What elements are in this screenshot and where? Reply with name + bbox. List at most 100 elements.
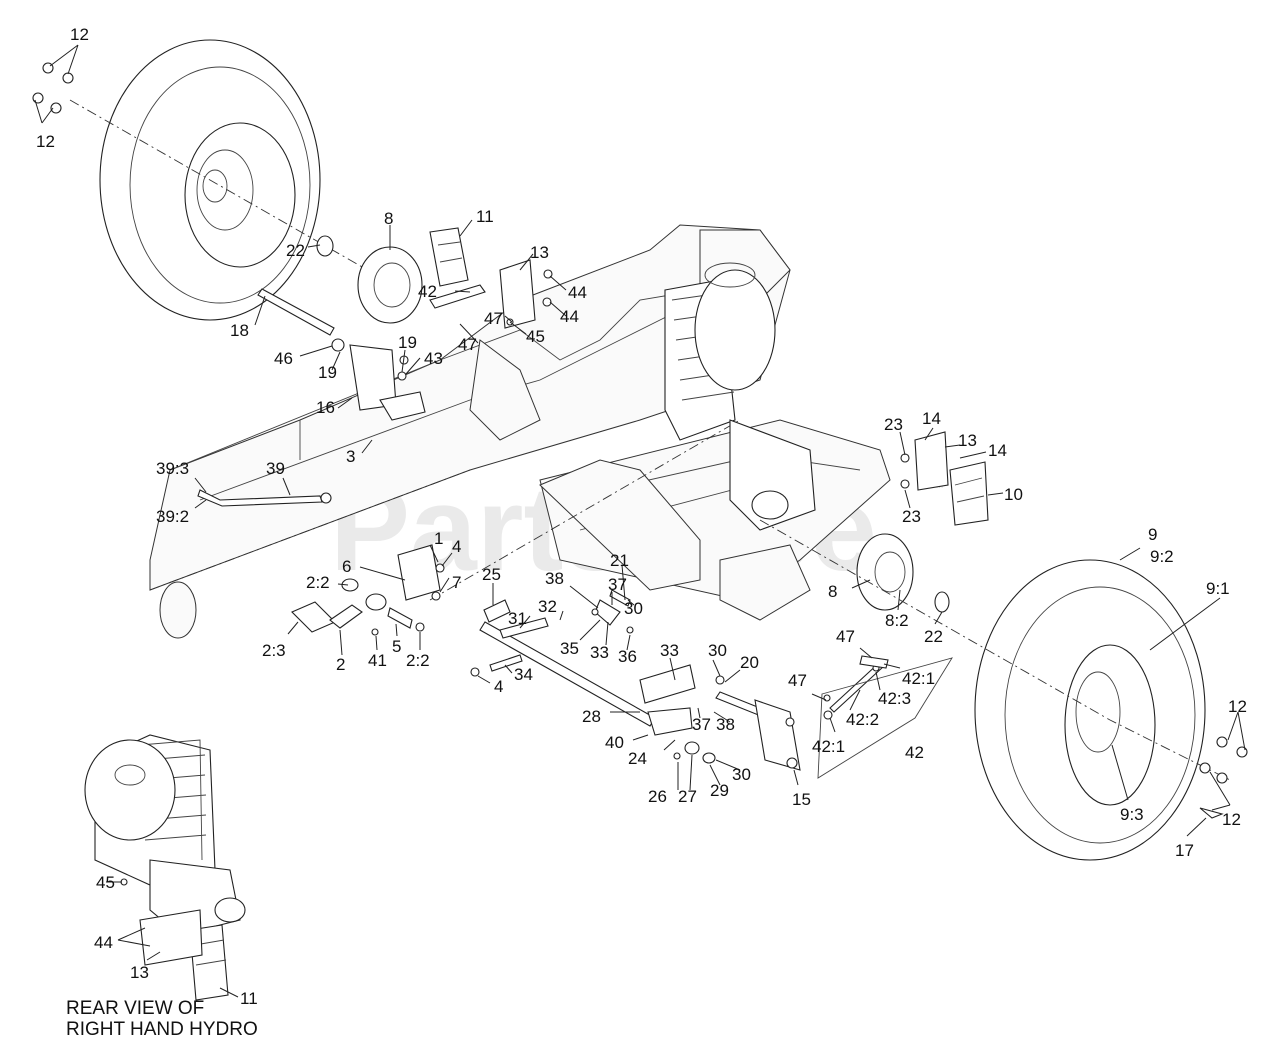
brake-bracket-right [949,461,989,526]
callout-label: 12 [1222,810,1241,829]
callout-label: 3 [346,447,355,466]
brake-bracket-upper [429,227,486,309]
linkage-shaft-28 [470,589,771,764]
callout-label: 47 [484,309,503,328]
lever-assembly-2 [291,544,445,636]
callout-label: 39 [266,459,285,478]
brake-hub-upper [316,235,423,324]
callout-label: 25 [482,565,501,584]
callout-label: 37 [608,575,627,594]
callout-label: 38 [716,715,735,734]
callout-label: 42:3 [878,689,911,708]
callout-label: 30 [732,765,751,784]
callout-label: 17 [1175,841,1194,860]
callout-label: 46 [274,349,293,368]
callout-label: 19 [398,333,417,352]
callout-label: 30 [624,599,643,618]
callout-label: 28 [582,707,601,726]
callout-label: 20 [740,653,759,672]
callout-label: 26 [648,787,667,806]
callout-label: 35 [560,639,579,658]
bracket-15 [754,699,801,771]
callout-label: 44 [560,307,579,326]
callout-label: 23 [902,507,921,526]
callout-label: 33 [660,641,679,660]
callout-label: 44 [94,933,113,952]
callout-label: 12 [1228,697,1247,716]
callout-label: 42 [418,282,437,301]
callout-label: 37 [692,715,711,734]
callout-label: 42:1 [812,737,845,756]
callout-label: 15 [792,790,811,809]
inset-caption-line-1: REAR VIEW OF [66,998,204,1019]
callout-label: 10 [1004,485,1023,504]
callout-label: 12 [36,132,55,151]
callout-label: 5 [392,637,401,656]
callout-label: 13 [958,431,977,450]
callout-label: 45 [526,327,545,346]
callout-label: 22 [286,241,305,260]
callout-label: 8:2 [885,611,909,630]
lug-nuts-right [1199,736,1248,784]
callout-label: 11 [476,207,494,226]
callout-label: 39:3 [156,459,189,478]
callout-label: 47 [458,335,477,354]
callout-label: 8 [828,582,837,601]
bracket-16 [349,344,426,421]
bracket-13-right [900,431,949,491]
callout-label: 22 [924,627,943,646]
callout-label: 27 [678,787,697,806]
callout-label: 34 [514,665,533,684]
callout-label: 41 [368,651,387,670]
callout-label: 39:2 [156,507,189,526]
callout-label: 11 [240,989,258,1008]
callout-label: 23 [884,415,903,434]
callout-label: 8 [384,209,393,228]
axle-shaft [257,288,345,352]
left-wheel [69,39,421,321]
control-rod-39 [197,489,332,507]
callout-label: 45 [96,873,115,892]
callout-label: 47 [788,671,807,690]
callout-label: 36 [618,647,637,666]
callout-label: 2:3 [262,641,286,660]
callout-label: 4 [452,537,461,556]
callout-label: 18 [230,321,249,340]
callout-label: 14 [922,409,941,428]
callout-label: 42 [905,743,924,762]
hydro-transmission-center [664,262,816,531]
callout-label: 16 [316,398,335,417]
callout-label: 9:1 [1206,579,1230,598]
bracket-13-upper [499,259,553,329]
callout-label: 9:3 [1120,805,1144,824]
callout-label: 2 [336,655,345,674]
callout-label: 42:1 [902,669,935,688]
valve-stem [1199,807,1224,819]
callout-label: 14 [988,441,1007,460]
callout-label: 24 [628,749,647,768]
callout-label: 47 [836,627,855,646]
callout-label: 42:2 [846,710,879,729]
callout-label: 12 [70,25,89,44]
callout-label: 13 [130,963,149,982]
callout-label: 30 [708,641,727,660]
callout-label: 2:2 [406,651,430,670]
callout-label: 43 [424,349,443,368]
brake-hub-lower [856,533,950,613]
callout-label: 29 [710,781,729,800]
callout-label: 32 [538,597,557,616]
callout-label: 4 [494,677,503,696]
callout-label: 9 [1148,525,1157,544]
rod-42 [817,655,953,779]
rear-view-inset [84,734,246,1001]
callout-labels: 12 12 8 11 22 13 42 44 44 47 45 47 18 46… [36,25,1247,1008]
callout-label: 13 [530,243,549,262]
callout-label: 44 [568,283,587,302]
inset-caption-line-2: RIGHT HAND HYDRO [66,1019,258,1040]
callout-label: 38 [545,569,564,588]
right-wheel [759,519,1231,861]
callout-label: 6 [342,557,351,576]
callout-label: 21 [610,551,629,570]
lug-nuts-left [32,62,74,114]
